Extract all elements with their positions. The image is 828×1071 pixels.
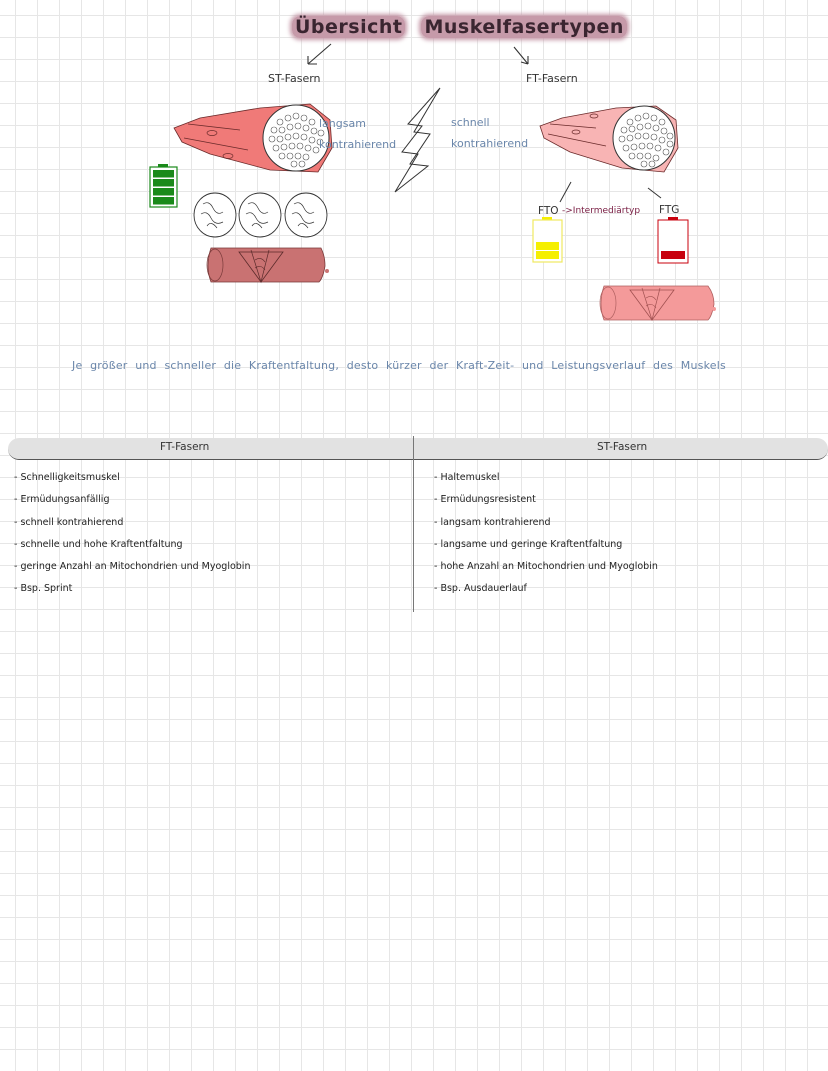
ft-fasern-list: - Schnelligkeitsmuskel - Ermüdungsanfäll…	[14, 470, 250, 604]
ft-myofibril-icon	[599, 285, 716, 322]
ft-speed-line-2: kontrahierend	[451, 137, 529, 150]
list-item: - geringe Anzahl an Mitochondrien und My…	[14, 561, 251, 573]
ft-speed-line-1: schnell	[451, 116, 490, 129]
table-header-st: ST-Fasern	[597, 441, 648, 453]
fto-branch-line	[559, 181, 572, 203]
st-speed-line-1: langsam	[319, 117, 366, 130]
table-header-bar: FT-Fasern ST-Fasern	[8, 438, 828, 460]
title-word-1: Übersicht	[292, 16, 406, 38]
list-item: - Ermüdungsresistent	[434, 494, 536, 506]
list-item: - Schnelligkeitsmuskel	[14, 472, 120, 483]
comparison-table: FT-Fasern ST-Fasern - Schnelligkeitsmusk…	[8, 436, 828, 616]
table-column-divider	[413, 436, 414, 612]
list-item: - Bsp. Ausdauerlauf	[434, 583, 527, 595]
table-header-ft: FT-Fasern	[160, 441, 210, 453]
list-item: - Ermüdungsanfällig	[14, 494, 110, 506]
arrow-left-icon	[307, 43, 332, 65]
battery-half-icon	[532, 217, 563, 263]
list-item: - Bsp. Sprint	[14, 583, 73, 595]
st-muscle-fiber-icon	[173, 103, 333, 173]
st-fasern-list: - Haltemuskel - Ermüdungsresistent - lan…	[434, 470, 658, 604]
battery-low-icon	[657, 217, 689, 264]
st-myofibril-icon	[206, 247, 329, 284]
summary-sentence: Je größer und schneller die Kraftentfalt…	[72, 359, 726, 372]
st-speed-line-2: kontrahierend	[319, 138, 397, 151]
list-item: - schnelle und hohe Kraftentfaltung	[14, 538, 183, 550]
ftg-branch-line	[647, 187, 662, 199]
mitochondria-icon	[193, 192, 328, 238]
list-item: - hohe Anzahl an Mitochondrien und Myogl…	[434, 561, 658, 573]
st-fasern-label: ST-Fasern	[268, 72, 321, 85]
list-item: - langsam kontrahierend	[434, 516, 551, 528]
list-item: - Haltemuskel	[434, 472, 500, 483]
fto-label: FTO	[538, 205, 559, 217]
page-title: Übersicht Muskelfasertypen	[292, 16, 627, 38]
fto-intermediate-note: ->Intermediärtyp	[562, 206, 641, 216]
title-word-2: Muskelfasertypen	[421, 16, 627, 38]
ft-fasern-label: FT-Fasern	[526, 72, 578, 85]
ft-muscle-fiber-icon	[539, 105, 679, 173]
list-item: - langsame und geringe Kraftentfaltung	[434, 538, 623, 550]
list-item: - schnell kontrahierend	[14, 516, 124, 528]
lightning-bolt-icon	[394, 87, 441, 193]
ftg-label: FTG	[659, 204, 680, 216]
arrow-right-icon	[513, 46, 529, 65]
st-speed-label: langsam kontrahierend	[319, 113, 396, 155]
battery-full-icon	[149, 164, 178, 208]
ft-speed-label: schnell kontrahierend	[451, 112, 528, 154]
